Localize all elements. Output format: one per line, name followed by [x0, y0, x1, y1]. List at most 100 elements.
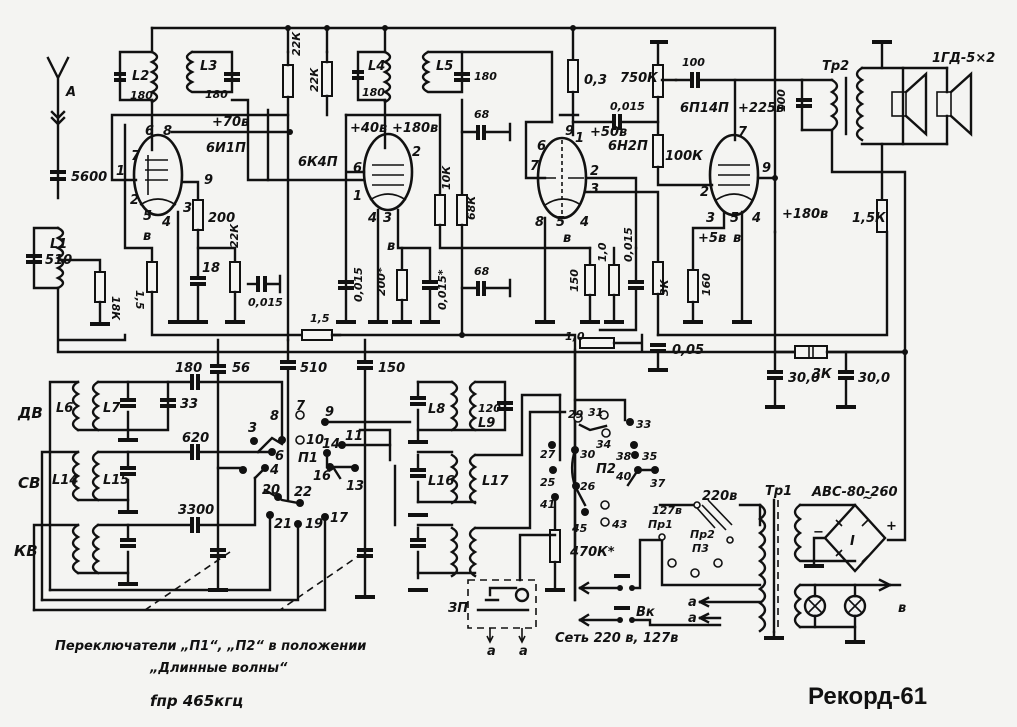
caption-line2: „Длинные волны“: [149, 661, 288, 676]
band-cap-180-label: 180: [175, 361, 202, 376]
pr2-label: Пр2: [690, 528, 715, 541]
tube1-pin-7: 7: [131, 149, 141, 164]
band-cap-620-label: 620: [182, 431, 209, 446]
tap-a2: а: [688, 611, 697, 626]
tube3-c0015-label: 0,015: [610, 100, 645, 113]
tube4-pin-2: 2: [700, 185, 709, 200]
power-supply: Вк Сеть 220 в, 127в 127в Пр1 220в Пр2 П3…: [555, 484, 906, 646]
tube3-pin-1: 1: [575, 131, 584, 146]
switch-p1: 3 8 6 4 7 10 9 11 14 16 13 20 22 21 19 1…: [32, 399, 412, 612]
tube2-c180-label: 180: [362, 86, 385, 99]
psu-c30a-label: 30,0: [788, 371, 820, 386]
tube2-b-label: в: [387, 239, 395, 254]
psu-r3k-label: 3К: [812, 367, 833, 382]
p1-contact-3: 3: [248, 421, 257, 436]
tube3-pin-7: 7: [530, 159, 540, 174]
tube4-v-cath: +5в: [698, 231, 726, 246]
tube2-c180b-label: 180: [474, 70, 497, 83]
p2-contact-45: 45: [571, 522, 588, 535]
v127-label: 127в: [652, 504, 682, 517]
rectifier-ac: ~: [862, 491, 873, 506]
tube-2: 22К 22К L4 180 L5 180 +40в +180в 6К4П 2 …: [266, 31, 592, 602]
tube2-c0015a-label: 0,015: [352, 267, 365, 302]
tube2-r10k-label: 10К: [440, 165, 453, 190]
tube3-pin-5: 5: [556, 215, 565, 230]
p1-contact-8: 8: [270, 409, 279, 424]
tube1-type: 6И1П: [206, 141, 246, 156]
psu-filter: 3К 30,0 30,0: [765, 230, 908, 542]
p1-contact-16: 16: [313, 469, 331, 484]
mains-label: Сеть 220 в, 127в: [555, 631, 678, 646]
tube4-c100b-label: 100: [775, 89, 788, 112]
tube4-v-anode: +225в: [738, 101, 784, 116]
tube1-pin-8: 8: [163, 124, 172, 139]
p2-contact-27: 27: [540, 448, 556, 461]
p2-contact-33: 33: [636, 418, 652, 431]
coil-l5-label: L5: [436, 59, 453, 74]
v220-label: 220в: [702, 489, 737, 504]
tube3-r03-label: 0,3: [584, 73, 607, 88]
coil-l11-label: L15: [103, 473, 129, 488]
p2-contact-29: 29: [568, 408, 584, 421]
coil-l7-label: L7: [103, 401, 121, 416]
tube4-v-screen: +180в: [782, 207, 828, 222]
p1-label: П1: [298, 451, 318, 466]
p2-contact-37: 37: [650, 477, 666, 490]
b-plus-rail: [150, 25, 777, 234]
cap-180-a-label: 180: [130, 89, 153, 102]
tube1-r15-label: 1,5: [133, 290, 146, 310]
antenna-label: А: [65, 85, 76, 100]
p2-contact-25: 25: [540, 476, 556, 489]
if-frequency: fпр 465кгц: [150, 692, 243, 710]
power-switch-label: Вк: [636, 605, 656, 620]
tube1-pin-3: 3: [183, 201, 192, 216]
band-sv-label: СВ: [18, 474, 40, 492]
tube4-b-label: в: [733, 231, 741, 246]
input-cap-label: 510: [45, 253, 72, 268]
p1-contact-20: 20: [262, 483, 280, 498]
coil-l12-label: L16: [428, 474, 454, 489]
tube3-pin-4: 4: [579, 215, 589, 230]
tube3-b-label: в: [563, 231, 571, 246]
tube2-pin-6: 6: [353, 161, 362, 176]
tube3-pin-6: 6: [537, 139, 546, 154]
band-cap-33-label: 33: [180, 397, 198, 412]
coil-l2-label: L2: [132, 69, 149, 84]
p2-contact-34: 34: [596, 438, 611, 451]
tube4-c100-label: 100: [682, 56, 705, 69]
tube3-pin-8: 8: [535, 215, 544, 230]
rectifier-minus: −: [813, 525, 824, 540]
tube1-r200-label: 200: [208, 211, 235, 226]
pickup-a2: а: [519, 644, 528, 659]
pickup-a1: а: [487, 644, 496, 659]
tube2-v1: +40в: [350, 121, 387, 136]
band-cap-120-label: 120: [478, 402, 501, 415]
coil-l3-label: L3: [200, 59, 217, 74]
tube1-pin-1: 1: [116, 164, 125, 179]
tube3-r150-label: 150: [568, 269, 581, 292]
p2-contact-35: 35: [642, 450, 658, 463]
psu-c30b-label: 30,0: [858, 371, 890, 386]
p2-r470k-label: 470К*: [569, 545, 615, 560]
input-resistor-label: 18К: [109, 296, 122, 321]
p2-label: П2: [596, 462, 616, 477]
p2-contact-43: 43: [611, 518, 628, 531]
p1-contact-4: 4: [269, 463, 279, 478]
pickup: ЗП а а: [448, 579, 537, 659]
p1-contact-19: 19: [305, 517, 323, 532]
tube-3: 0,3 6 9 1 7 2 3 8 5 4 +50в 6Н2П в 0,015 …: [524, 59, 704, 602]
tube3-r3k-label: 3К: [658, 278, 671, 296]
switch-p2: 29 31 33 34 30 38 35 27 40 37 25 26 41 4…: [518, 393, 666, 592]
power-transformer-label: Тр1: [765, 484, 792, 499]
tube3-c0015b-label: 0,015: [622, 227, 635, 262]
band-cap-3300-label: 3300: [178, 503, 214, 518]
output-stage: 100 Тр2 1ГД-5×2 1,5К: [656, 40, 995, 354]
p2-contact-26: 26: [580, 480, 596, 493]
p1-contact-22: 22: [294, 485, 312, 500]
tube4-type: 6П14П: [680, 101, 729, 116]
caption-line1: Переключатели „П1“, „П2“ в положении: [55, 639, 366, 654]
tube2-r22k-b-label: 22К: [308, 67, 321, 92]
tube2-r15-label: 1,5: [310, 312, 330, 325]
